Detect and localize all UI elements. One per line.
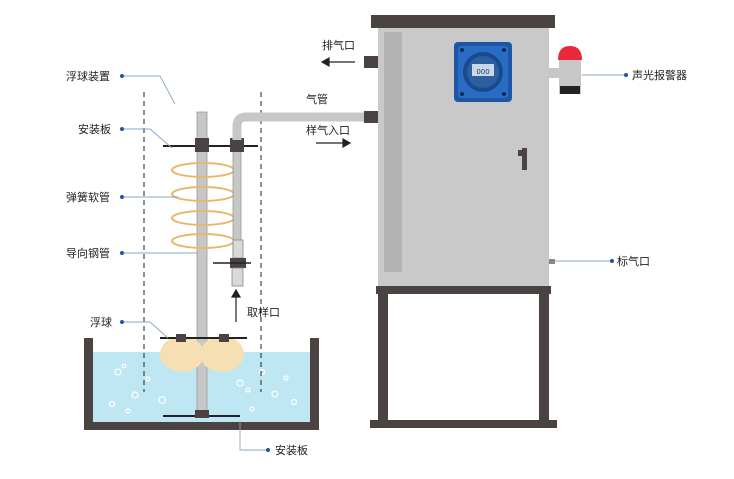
cabinet-side-shade bbox=[384, 32, 402, 272]
arrow-right-icon bbox=[316, 137, 352, 149]
top-mount-plate bbox=[163, 138, 258, 152]
arrow-up-icon bbox=[230, 288, 242, 322]
cabinet-base bbox=[376, 286, 551, 294]
air-pipe bbox=[232, 112, 364, 140]
leader-dots bbox=[120, 73, 628, 452]
stand-left-leg bbox=[378, 294, 388, 422]
bottom-mount-plate bbox=[163, 410, 240, 418]
tank-bottom bbox=[84, 422, 319, 430]
arrow-left-icon bbox=[320, 56, 355, 68]
label-cal-port: 标气口 bbox=[617, 254, 650, 268]
leader-lines bbox=[122, 74, 626, 451]
label-guide-tube: 导向钢管 bbox=[66, 246, 110, 260]
cal-port-stub bbox=[549, 259, 555, 264]
stand-right-leg bbox=[539, 294, 549, 422]
gas-detector-icon: 000 bbox=[454, 42, 512, 102]
float-balls bbox=[160, 334, 247, 372]
float-device-outline bbox=[143, 92, 262, 392]
label-exhaust-port: 排气口 bbox=[322, 38, 355, 52]
label-mount-plate-bottom: 安装板 bbox=[275, 443, 308, 457]
exhaust-stub bbox=[364, 56, 378, 68]
label-sample-port: 取样口 bbox=[247, 305, 280, 319]
cabinet-roof bbox=[371, 15, 555, 28]
svg-text:000: 000 bbox=[476, 68, 489, 76]
label-float-device: 浮球装置 bbox=[66, 69, 110, 83]
bubbles bbox=[108, 363, 298, 414]
label-float-ball: 浮球 bbox=[90, 315, 112, 329]
label-mount-plate-top: 安装板 bbox=[78, 122, 111, 136]
guide-tube bbox=[196, 111, 208, 418]
label-spring-hose: 弹簧软管 bbox=[66, 190, 110, 204]
label-sample-inlet: 样气入口 bbox=[306, 123, 350, 137]
tank-left-wall bbox=[84, 338, 93, 430]
stand-foot bbox=[370, 420, 557, 428]
label-air-pipe: 气管 bbox=[306, 92, 328, 106]
inlet-stub bbox=[364, 111, 378, 123]
door-handle bbox=[518, 148, 527, 170]
beacon-alarm-icon bbox=[549, 46, 582, 94]
analyzer-cabinet bbox=[364, 15, 557, 428]
label-alarm: 声光报警器 bbox=[632, 68, 687, 82]
tank-right-wall bbox=[310, 338, 319, 430]
